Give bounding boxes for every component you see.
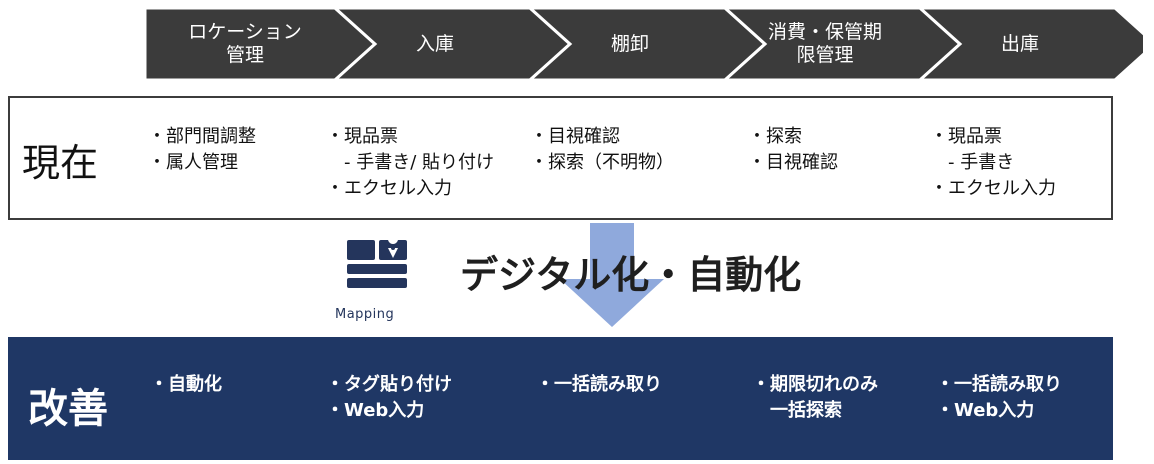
- current-column-3: ・目視確認 ・探索（不明物）: [530, 126, 674, 173]
- current-column-1: ・部門間調整 ・属人管理: [148, 126, 256, 173]
- current-state-box: [8, 96, 1113, 220]
- step-inventory: 棚卸: [610, 32, 649, 55]
- improvement-column-3: ・一括読み取り: [536, 374, 662, 395]
- current-column-4: ・探索 ・目視確認: [748, 126, 838, 173]
- chevron-step-5: [917, 8, 1143, 80]
- process-chevrons: [145, 8, 1143, 80]
- improvement-column-1: ・自動化: [150, 374, 222, 395]
- improvement-column-4: ・期限切れのみ 一括探索: [752, 374, 878, 421]
- step-consumption-expiry: 消費・保管期 限管理: [767, 21, 882, 66]
- logo-caption: Mapping: [335, 307, 395, 322]
- current-title: 現在: [22, 141, 99, 185]
- step-receiving: 入庫: [415, 32, 454, 55]
- current-column-2: ・現品票 - 手書き/ 貼り付け ・エクセル入力: [326, 126, 495, 199]
- improvement-column-5: ・一括読み取り ・Web入力: [936, 374, 1062, 421]
- process-flow: ロケーション 管理 入庫 棚卸 消費・保管期 限管理 出庫: [145, 8, 1143, 80]
- down-arrow-icon: [560, 223, 664, 327]
- chevron-step-2: [332, 8, 573, 80]
- mapping-logo: [347, 238, 407, 288]
- step-shipping: 出庫: [1000, 32, 1039, 55]
- chevron-step-4: [722, 8, 963, 80]
- current-column-5: ・現品票 - 手書き ・エクセル入力: [930, 126, 1056, 199]
- step-location-management: ロケーション 管理: [188, 21, 302, 66]
- improvement-column-2: ・タグ貼り付け ・Web入力: [326, 374, 452, 421]
- improvement-title: 改善: [28, 386, 108, 432]
- improvement-box: [8, 337, 1113, 460]
- headline: デジタル化・自動化: [460, 253, 802, 297]
- chevron-step-3: [527, 8, 768, 80]
